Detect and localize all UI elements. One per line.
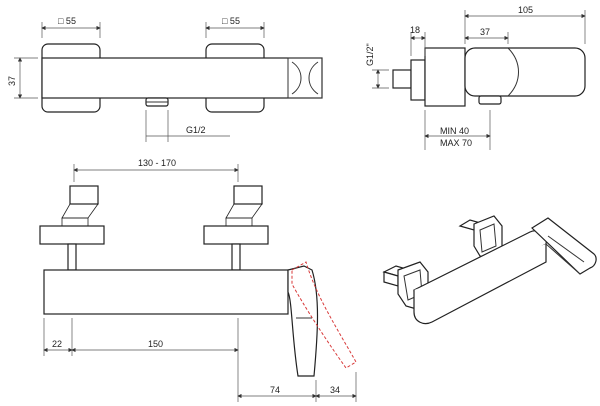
dim-side-flange: 18 (410, 25, 420, 35)
right-flange-block (203, 225, 269, 245)
left-flange-block (39, 225, 105, 245)
dim-side-min: MIN 40 (440, 126, 469, 136)
dim-front-height: 37 (7, 76, 17, 86)
side-connection (424, 47, 466, 107)
dim-centers-range: 130 - 170 (138, 158, 176, 168)
dim-side-max: MAX 70 (440, 138, 472, 148)
elevation-lever (287, 265, 319, 377)
lever-rotation-outline (291, 261, 357, 369)
dim-offset-left: 22 (52, 339, 62, 349)
dim-left-width: □ 55 (58, 16, 76, 26)
side-thread-stub (392, 69, 412, 89)
dim-outlet-distance: 150 (148, 339, 163, 349)
iso-lever (531, 217, 597, 275)
lever-curve (291, 61, 302, 95)
right-top-cap (233, 185, 263, 205)
front-view: □ 55 □ 55 37 G1/2 (7, 16, 323, 142)
dim-side-thread: G1/2" (365, 43, 375, 66)
lever-end (287, 57, 323, 99)
mixer-body (41, 57, 323, 99)
side-view: 105 37 18 G1/2" MIN 40 MAX 70 (365, 5, 586, 150)
isometric-view (382, 215, 597, 325)
dim-outlet-thread: G1/2 (186, 125, 206, 135)
elevation-body (43, 269, 289, 315)
dim-side-total: 105 (518, 5, 533, 15)
side-flange (410, 59, 426, 101)
side-outlet (478, 95, 502, 105)
side-handle-curve (507, 47, 519, 97)
dim-spout-reach: 74 (270, 385, 280, 395)
side-body (464, 47, 586, 97)
dim-side-handle: 37 (480, 27, 490, 37)
dim-lever-extra: 34 (330, 385, 340, 395)
dim-right-width: □ 55 (222, 16, 240, 26)
left-top-cap (69, 185, 99, 205)
elevation-view: 130 - 170 22 150 74 34 (39, 158, 357, 402)
